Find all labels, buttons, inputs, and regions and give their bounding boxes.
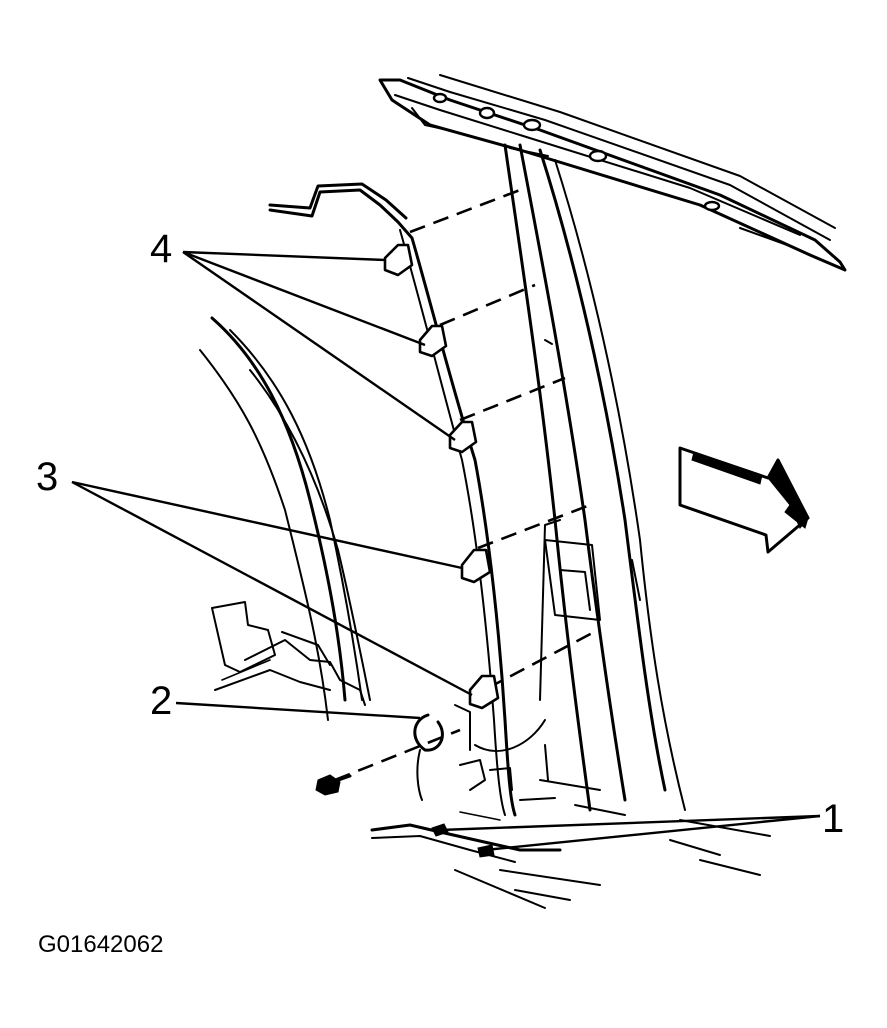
direction-arrow (678, 446, 810, 554)
pillar-body (503, 143, 686, 812)
door-opening (199, 316, 371, 721)
upper-retainer-clips (383, 243, 478, 454)
callout-leaders (71, 250, 821, 852)
figure-id: G01642062 (38, 931, 163, 958)
roof-rail (378, 74, 847, 272)
callout-2: 2 (150, 679, 172, 723)
lower-bracket (211, 601, 366, 706)
callout-4: 4 (150, 227, 172, 271)
callout-3: 3 (36, 455, 58, 499)
attachment-lines (334, 188, 599, 782)
trim-panel (268, 182, 561, 817)
floor-sill (370, 779, 771, 909)
lower-retainer-clips (460, 548, 500, 710)
bolt-and-clip (315, 704, 513, 801)
callout-1: 1 (822, 797, 844, 841)
